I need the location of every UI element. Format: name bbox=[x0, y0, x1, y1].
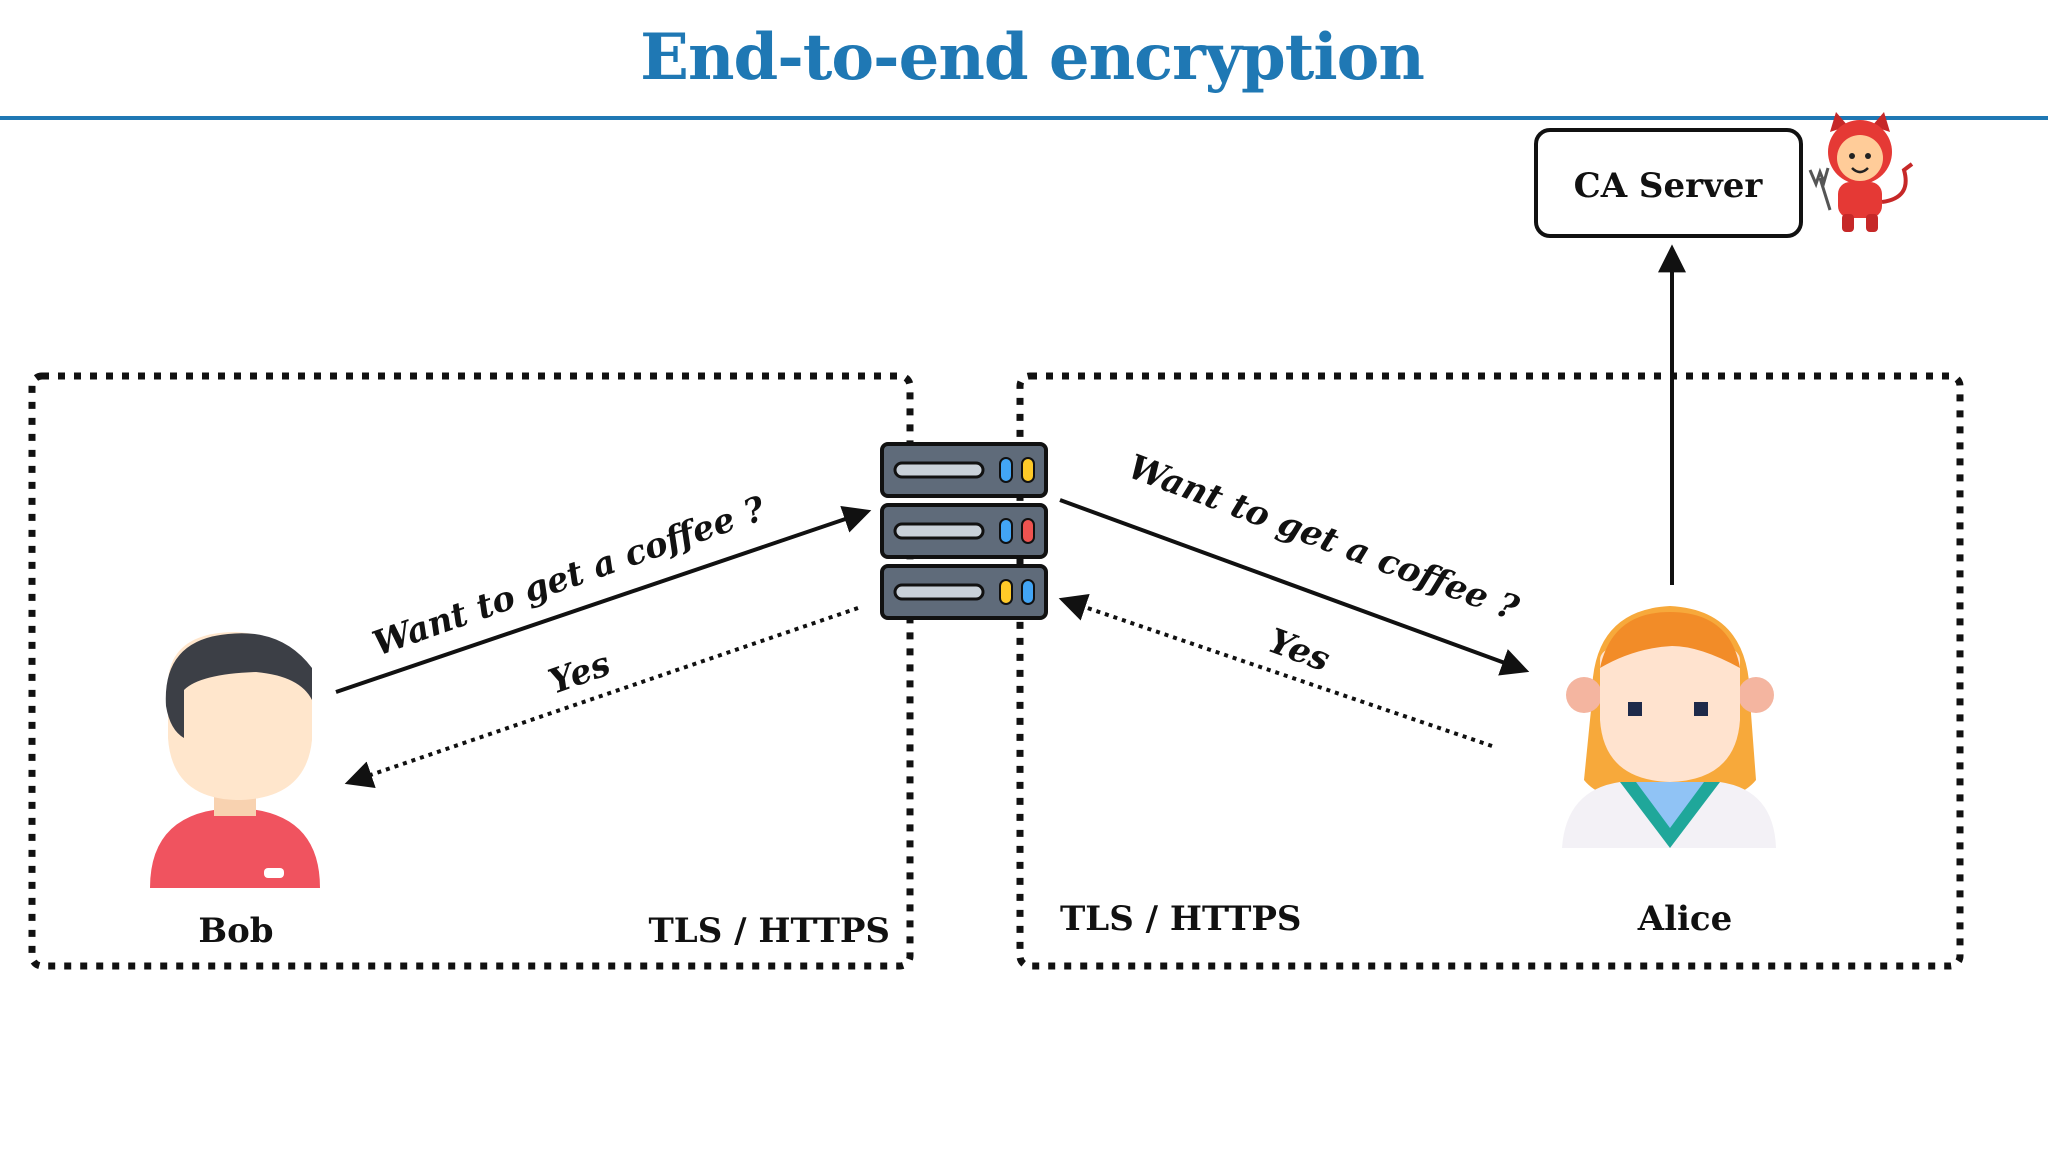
right-reply-message: Yes bbox=[1263, 621, 1335, 680]
ca-server-box[interactable]: CA Server bbox=[1534, 128, 1803, 238]
left-tls-zone bbox=[28, 372, 914, 970]
title-divider bbox=[0, 116, 2048, 120]
alice-to-server-arrow bbox=[1058, 593, 1493, 748]
right-tls-label: TLS / HTTPS bbox=[1060, 899, 1302, 939]
devil-attacker-icon bbox=[1808, 112, 1914, 232]
left-request-message: Want to get a coffee ? bbox=[368, 489, 772, 665]
left-tls-label: TLS / HTTPS bbox=[649, 911, 891, 951]
bob-label: Bob bbox=[198, 911, 273, 951]
bob-avatar-icon bbox=[150, 632, 320, 888]
ca-server-label: CA Server bbox=[1574, 166, 1764, 206]
alice-label: Alice bbox=[1637, 899, 1733, 939]
bob-to-server-arrow bbox=[335, 505, 872, 694]
page-title: End-to-end encryption bbox=[640, 20, 1425, 95]
server-to-alice-arrow bbox=[1059, 498, 1530, 676]
left-reply-message: Yes bbox=[544, 644, 616, 702]
alice-avatar-icon bbox=[1562, 606, 1776, 848]
server-rack-icon bbox=[880, 442, 1048, 620]
right-request-message: Want to get a coffee ? bbox=[1123, 447, 1525, 630]
right-tls-zone bbox=[1016, 372, 1964, 970]
